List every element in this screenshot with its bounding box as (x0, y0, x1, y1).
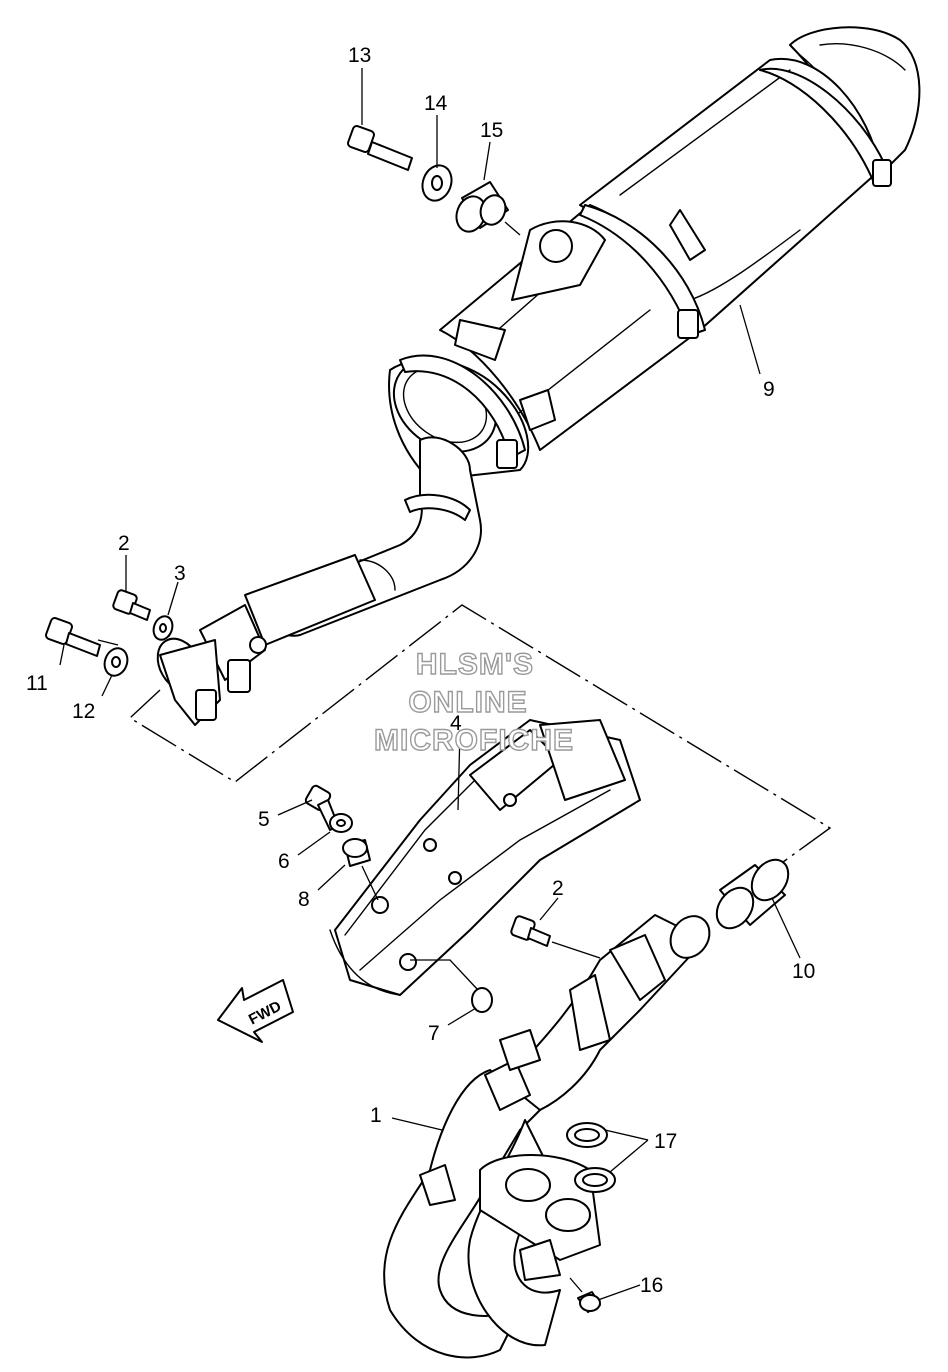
callout-14: 14 (424, 92, 448, 115)
watermark-line-3: MICROFICHE (374, 724, 574, 757)
callout-12: 12 (72, 700, 95, 723)
washer-3 (152, 615, 174, 641)
bolt-2-lower (510, 915, 601, 959)
watermark-line-1: HLSM'S (416, 648, 534, 681)
callout-1: 1 (370, 1104, 382, 1127)
grommet-7 (410, 959, 493, 1013)
callout-13: 13 (348, 44, 371, 67)
callout-17: 17 (654, 1130, 677, 1153)
callout-8: 8 (298, 888, 310, 911)
nut-16 (569, 1277, 601, 1313)
callout-9: 9 (763, 378, 775, 401)
connecting-pipe (156, 436, 482, 726)
gaskets-17 (566, 1122, 616, 1193)
bolt-13 (347, 125, 413, 171)
bolt-2-upper (112, 589, 151, 621)
callout-leaders (59, 68, 801, 1301)
exhaust-pipe-assembly (383, 914, 711, 1359)
callout-2-upper: 2 (118, 532, 130, 555)
fwd-arrow-icon: FWD (217, 979, 294, 1043)
gasket-10 (715, 858, 790, 930)
collar-15 (455, 181, 521, 236)
callout-4: 4 (450, 712, 462, 735)
callout-16: 16 (640, 1274, 663, 1297)
callout-3: 3 (174, 562, 186, 585)
callout-6: 6 (278, 850, 290, 873)
watermark: HLSM'S ONLINE MICROFICHE (373, 647, 574, 757)
callout-2-lower: 2 (552, 877, 564, 900)
washer-12 (103, 647, 129, 677)
bolt-11 (45, 617, 101, 657)
muffler (388, 26, 921, 481)
washer-6 (329, 813, 353, 833)
washer-14 (421, 164, 453, 202)
callout-5: 5 (258, 808, 270, 831)
heat-protector (329, 719, 641, 996)
callout-numbers: 13 14 15 9 2 3 11 12 4 5 6 8 2 10 7 1 17… (26, 44, 815, 1297)
watermark-line-2: ONLINE (408, 686, 527, 719)
callout-10: 10 (792, 960, 815, 983)
callout-11: 11 (26, 672, 48, 695)
callout-15: 15 (480, 119, 503, 142)
grommet-8 (342, 838, 379, 901)
callout-7: 7 (428, 1022, 440, 1045)
